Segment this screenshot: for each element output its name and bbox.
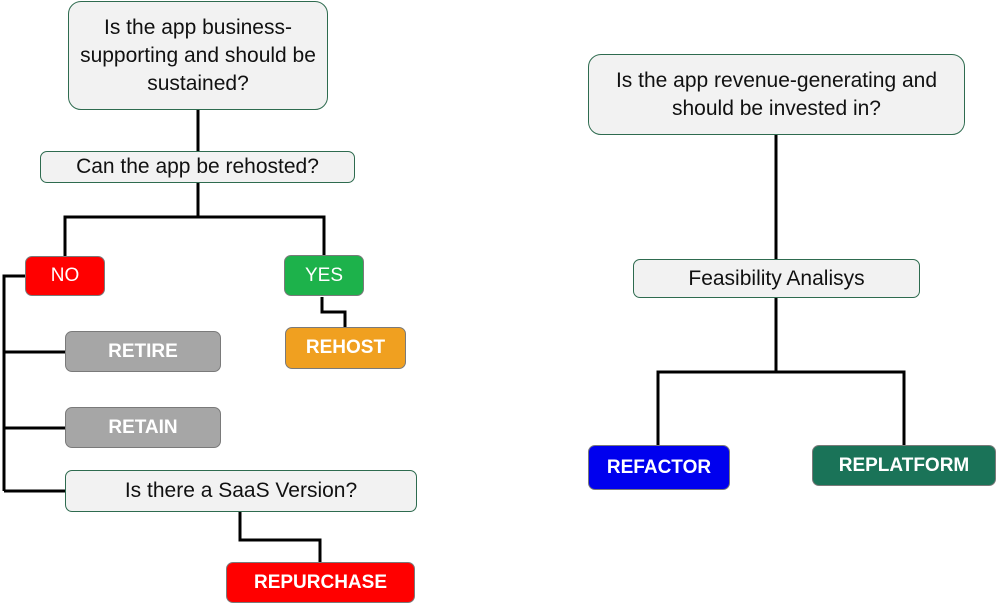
connector-yes-to-rehost xyxy=(320,297,347,328)
answer-no: NO xyxy=(25,256,105,296)
connector-split-to-replatform xyxy=(776,370,906,446)
answer-yes-label: YES xyxy=(304,264,344,286)
question-can-rehost: Can the app be rehosted? xyxy=(40,151,355,183)
outcome-retain-label: RETAIN xyxy=(108,416,178,438)
question-revenue-generating: Is the app revenue-generating and should… xyxy=(588,54,965,135)
connector-feasibility-split xyxy=(656,298,778,446)
question-business-supporting: Is the app business-supporting and shoul… xyxy=(68,1,328,110)
connector-rehost-question-split xyxy=(63,183,200,257)
outcome-retain: RETAIN xyxy=(65,407,221,448)
outcome-replatform: REPLATFORM xyxy=(812,445,996,486)
connector-no-vertical xyxy=(2,274,26,491)
outcome-rehost: REHOST xyxy=(285,327,406,369)
outcome-retire: RETIRE xyxy=(65,331,221,372)
connector-saas-to-repurchase xyxy=(238,512,322,563)
outcome-retire-label: RETIRE xyxy=(108,340,178,362)
feasibility-analysis: Feasibility Analisys xyxy=(633,259,920,298)
question-business-supporting-text: Is the app business-supporting and shoul… xyxy=(80,15,316,95)
feasibility-analysis-text: Feasibility Analisys xyxy=(688,266,865,290)
outcome-refactor-label: REFACTOR xyxy=(606,456,712,478)
answer-no-label: NO xyxy=(50,265,80,286)
outcome-repurchase: REPURCHASE xyxy=(226,562,415,603)
answer-yes: YES xyxy=(284,255,364,296)
question-saas-version-text: Is there a SaaS Version? xyxy=(124,479,358,502)
outcome-refactor: REFACTOR xyxy=(588,445,730,490)
question-saas-version: Is there a SaaS Version? xyxy=(65,470,417,512)
outcome-repurchase-label: REPURCHASE xyxy=(253,571,388,593)
outcome-replatform-label: REPLATFORM xyxy=(838,454,970,476)
outcome-rehost-label: REHOST xyxy=(305,337,386,358)
question-revenue-generating-text: Is the app revenue-generating and should… xyxy=(615,68,938,120)
connector-split-to-yes xyxy=(198,215,326,256)
question-can-rehost-text: Can the app be rehosted? xyxy=(76,155,319,178)
